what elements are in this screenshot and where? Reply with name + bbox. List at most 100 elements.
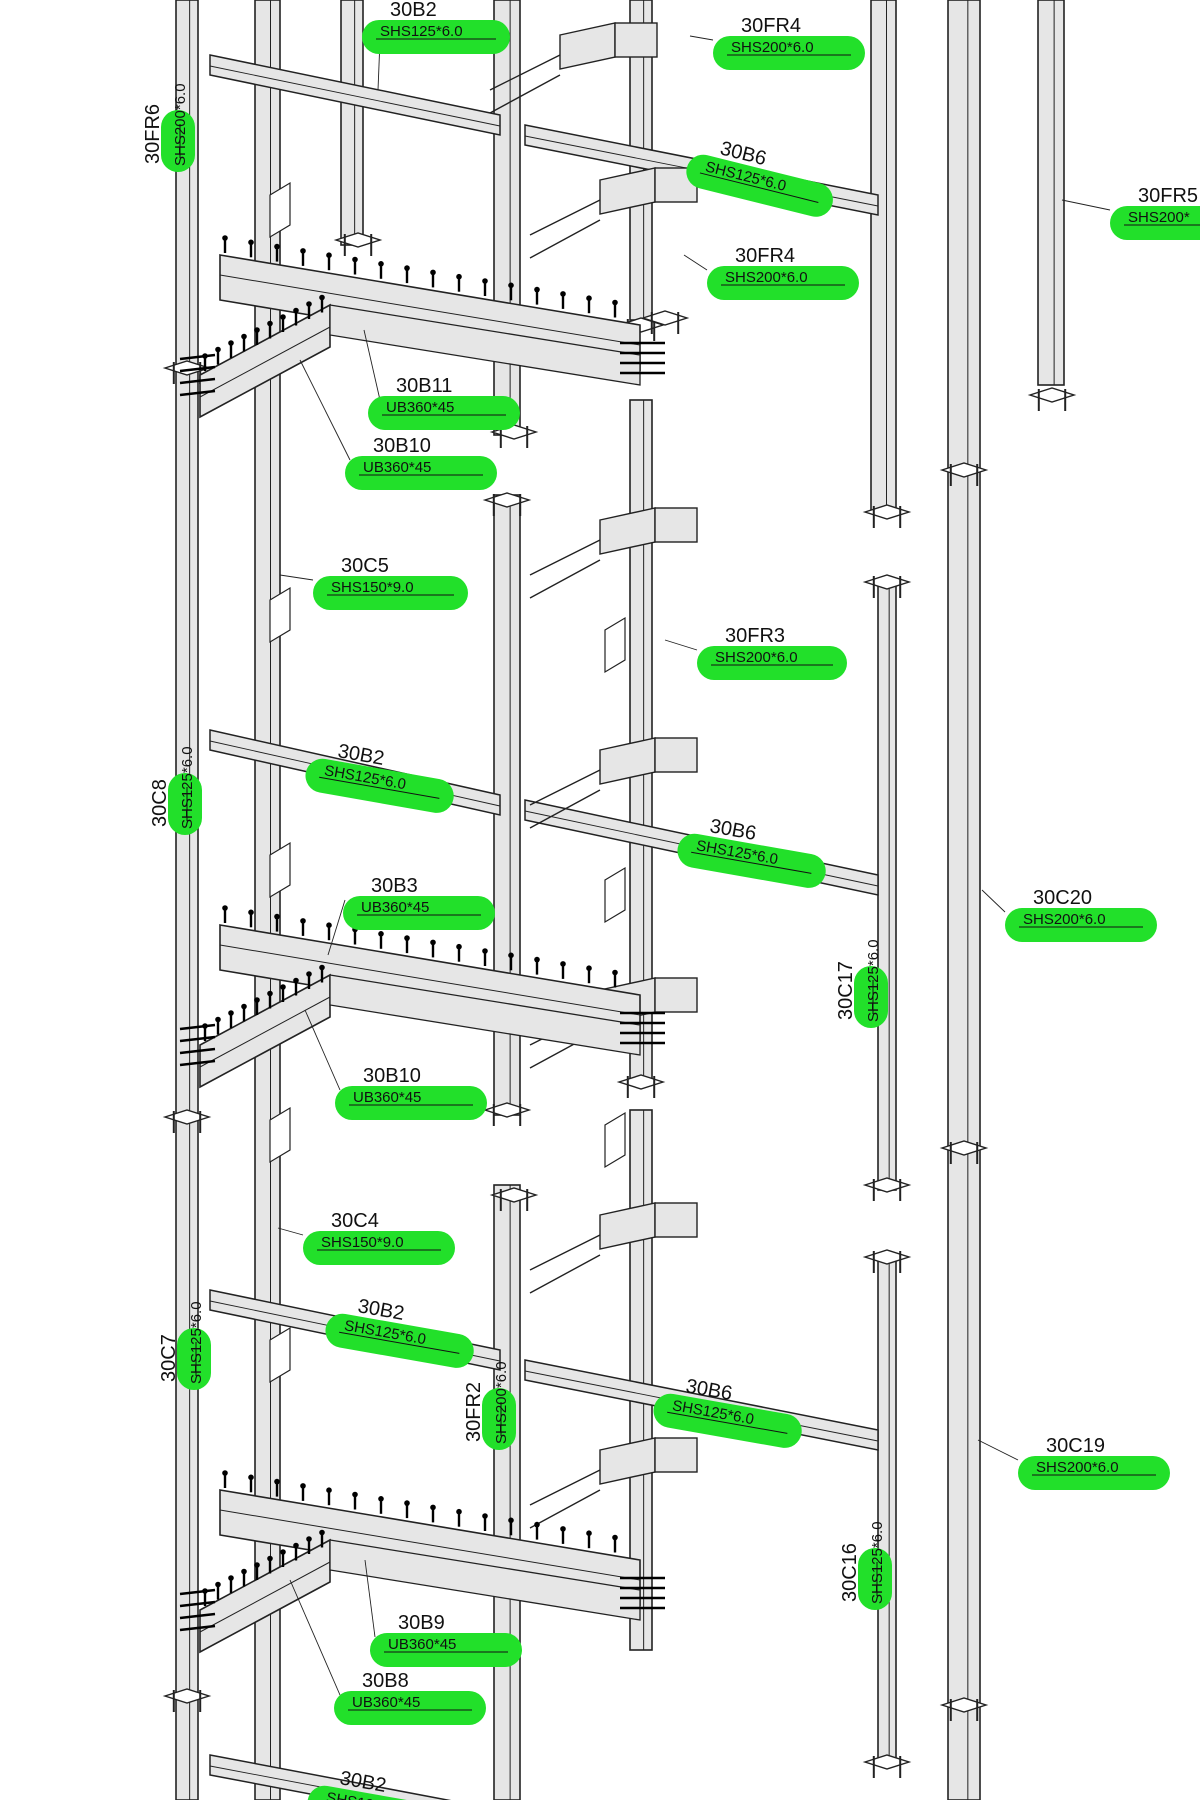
member-mark: 30C16: [839, 1543, 861, 1602]
base-plate-8: [616, 1074, 666, 1098]
member-section: SHS200*6.0: [493, 1361, 510, 1444]
column-upper-short: [340, 0, 364, 246]
stub-1: [529, 167, 698, 259]
base-plate-5: [482, 1102, 532, 1126]
floor-frame-middle-bolts: [179, 905, 665, 1067]
column-30c17: [877, 579, 897, 1191]
plate-7: [604, 1111, 626, 1169]
leader-fr5: [1061, 199, 1111, 211]
member-section: SHS125*6.0: [188, 1301, 205, 1384]
column-fr4-right: [870, 0, 897, 511]
member-section: UB360*45: [361, 899, 429, 916]
stub-0: [489, 22, 658, 114]
member-section: SHS200*6.0: [731, 39, 814, 56]
column-left-outer: [175, 0, 199, 1800]
plate-0: [269, 181, 291, 239]
steel-members: [162, 0, 1077, 1800]
leader-c20: [981, 889, 1006, 913]
base-plate-13: [862, 1754, 912, 1778]
floor-frame-middle: [199, 924, 641, 1089]
member-section: UB360*45: [353, 1089, 421, 1106]
base-plate-10: [862, 574, 912, 598]
member-mark: 30C20: [1033, 887, 1092, 909]
leader-b10-low: [304, 1009, 341, 1091]
member-mark: 30B10: [363, 1065, 421, 1087]
member-mark: 30FR4: [741, 15, 801, 37]
base-plate-14: [939, 462, 989, 486]
column-30c20-30c19: [947, 0, 981, 1800]
leader-b3: [327, 899, 346, 956]
plate-6: [604, 866, 626, 924]
leader-fr4-top: [689, 35, 714, 41]
floor-frame-lower-bolts: [179, 1470, 665, 1632]
stub-5: [529, 1202, 698, 1294]
brace-30b2-top: [209, 54, 501, 136]
column-30fr5: [1037, 0, 1065, 386]
member-section: UB360*45: [363, 459, 431, 476]
member-section: UB360*45: [352, 1694, 420, 1711]
member-section: SHS200*: [1128, 209, 1190, 226]
base-plate-4: [482, 492, 532, 516]
member-mark: 30C8: [149, 779, 171, 827]
base-plate-19: [1027, 387, 1077, 411]
base-plate-1: [162, 1109, 212, 1133]
member-mark: 30B10: [373, 435, 431, 457]
member-mark: 30FR6: [142, 104, 164, 164]
member-mark: 30B11: [396, 375, 452, 397]
member-mark: 30C19: [1046, 1435, 1105, 1457]
stub-3: [529, 737, 698, 829]
column-30c16: [877, 1254, 897, 1766]
floor-frame-lower: [199, 1489, 641, 1654]
member-section: SHS125*6.0: [380, 23, 463, 40]
member-mark: 30C17: [835, 961, 857, 1020]
member-section: SHS200*6.0: [715, 649, 798, 666]
base-plate-11: [862, 1177, 912, 1201]
member-mark: 30B9: [398, 1612, 445, 1634]
member-section: SHS150*9.0: [331, 579, 414, 596]
member-mark: 30FR5: [1138, 185, 1198, 207]
member-mark: 30B2: [390, 0, 437, 21]
plate-1: [269, 586, 291, 644]
leader-b8: [289, 1579, 341, 1696]
column-rear-low: [629, 1109, 653, 1651]
member-section: SHS125*6.0: [869, 1521, 886, 1604]
floor-frame-upper: [199, 254, 641, 419]
base-plate-12: [862, 1249, 912, 1273]
member-mark: 30B3: [371, 875, 418, 897]
member-mark: 30FR3: [725, 625, 785, 647]
base-plate-2: [162, 1688, 212, 1712]
base-plate-6: [489, 1187, 539, 1211]
plate-2: [269, 841, 291, 899]
member-section: SHS200*6.0: [1036, 1459, 1119, 1476]
plate-4: [269, 1326, 291, 1384]
member-label-fr2: 30FR2 SHS200*6.0: [463, 1361, 516, 1450]
member-mark: 30FR2: [463, 1382, 485, 1442]
base-plate-15: [939, 1140, 989, 1164]
leader-fr3: [664, 639, 698, 651]
leader-fr4-mid: [683, 254, 708, 271]
member-section: UB360*45: [388, 1636, 456, 1653]
stub-2: [529, 507, 698, 599]
member-mark: 30C5: [341, 555, 389, 577]
member-label-c16: 30C16 SHS125*6.0: [839, 1521, 892, 1610]
leader-b11: [363, 329, 381, 401]
leader-b10-top: [299, 359, 351, 461]
base-plate-18: [640, 310, 690, 334]
floor-frame-upper-bolts: [179, 235, 665, 397]
